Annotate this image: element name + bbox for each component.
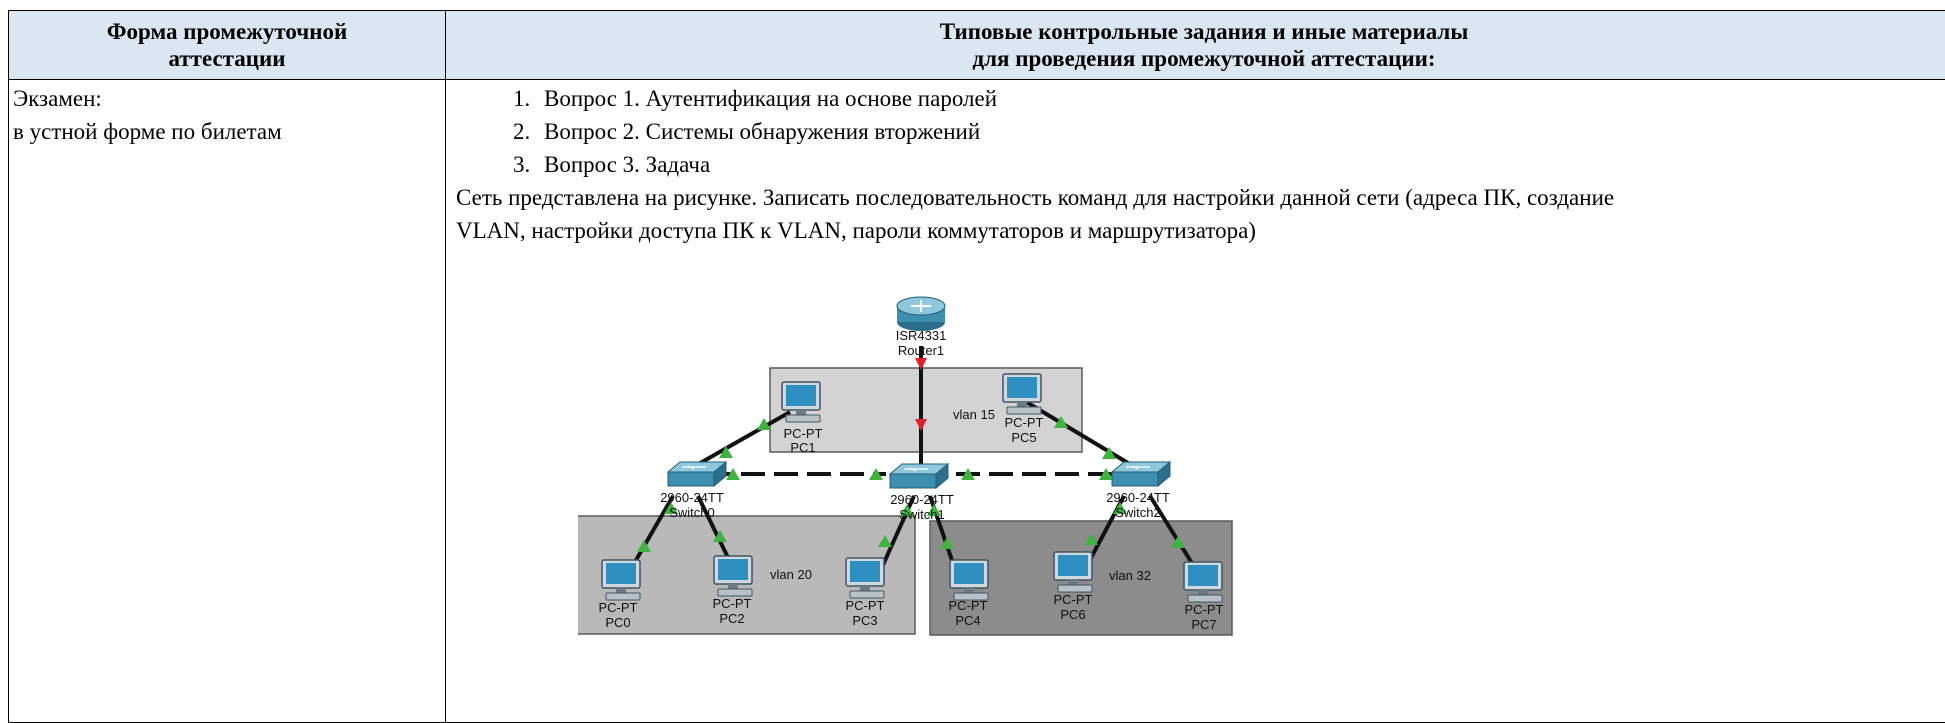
exam-type: Экзамен: [13, 82, 445, 115]
pc-type-label: PC-PT [599, 600, 638, 615]
switch-name-label: Switch1 [899, 507, 945, 522]
pc-icon [1003, 374, 1041, 414]
list-item: Вопрос 1. Аутентификация на основе парол… [536, 82, 1945, 115]
pc-icon [1184, 562, 1222, 602]
switch-icon [890, 464, 948, 488]
pc-name-label: PC6 [1060, 607, 1085, 622]
pc-icon [602, 560, 640, 600]
pc-type-label: PC-PT [713, 596, 752, 611]
materials-cell: Вопрос 1. Аутентификация на основе парол… [446, 80, 1945, 723]
router-icon [897, 297, 945, 331]
list-item: Вопрос 3. Задача [536, 148, 1945, 181]
task-text: Сеть представлена на рисунке. Записать п… [456, 181, 1945, 247]
exam-mode: в устной форме по билетам [13, 115, 445, 148]
exam-form-cell: Экзамен: в устной форме по билетам [9, 80, 446, 723]
pc-icon [950, 560, 988, 600]
pc-type-label: PC-PT [784, 426, 823, 441]
switch-name-label: Switch2 [1115, 505, 1161, 520]
switch-model-label: 2960-24TT [660, 490, 724, 505]
pc-name-label: PC3 [852, 613, 877, 628]
router-name-label: Router1 [898, 343, 944, 358]
pc-name-label: PC7 [1191, 617, 1216, 632]
vlan20-label: vlan 20 [770, 567, 812, 582]
pc-type-label: PC-PT [949, 598, 988, 613]
attestation-table: Форма промежуточной аттестации Типовые к… [8, 10, 1945, 723]
network-diagram: ISR4331 Router1 2960-24TT Switch0 2960-2… [578, 256, 1558, 636]
pc-icon [782, 382, 820, 422]
list-item: Вопрос 2. Системы обнаружения вторжений [536, 115, 1945, 148]
question-list: Вопрос 1. Аутентификация на основе парол… [456, 82, 1945, 181]
pc-name-label: PC4 [955, 613, 980, 628]
pc-type-label: PC-PT [846, 598, 885, 613]
pc-name-label: PC1 [790, 440, 815, 455]
switch-name-label: Switch0 [669, 505, 715, 520]
vlan32-label: vlan 32 [1109, 568, 1151, 583]
switch-icon [668, 462, 726, 486]
header-materials: Типовые контрольные задания и иные матер… [446, 11, 1945, 80]
header-form: Форма промежуточной аттестации [9, 11, 446, 80]
pc-type-label: PC-PT [1005, 415, 1044, 430]
vlan15-label: vlan 15 [953, 407, 995, 422]
switch-icon [1112, 462, 1170, 486]
pc-icon [846, 558, 884, 598]
switch-model-label: 2960-24TT [1106, 490, 1170, 505]
pc-name-label: PC2 [719, 611, 744, 626]
pc-icon [1054, 552, 1092, 592]
switch-model-label: 2960-24TT [890, 492, 954, 507]
table-row: Экзамен: в устной форме по билетам Вопро… [9, 80, 1945, 723]
table-header-row: Форма промежуточной аттестации Типовые к… [9, 11, 1945, 80]
pc-type-label: PC-PT [1185, 602, 1224, 617]
pc-name-label: PC0 [605, 615, 630, 630]
pc-name-label: PC5 [1011, 430, 1036, 445]
pc-type-label: PC-PT [1054, 592, 1093, 607]
pc-icon [714, 556, 752, 596]
router-model-label: ISR4331 [896, 328, 947, 343]
